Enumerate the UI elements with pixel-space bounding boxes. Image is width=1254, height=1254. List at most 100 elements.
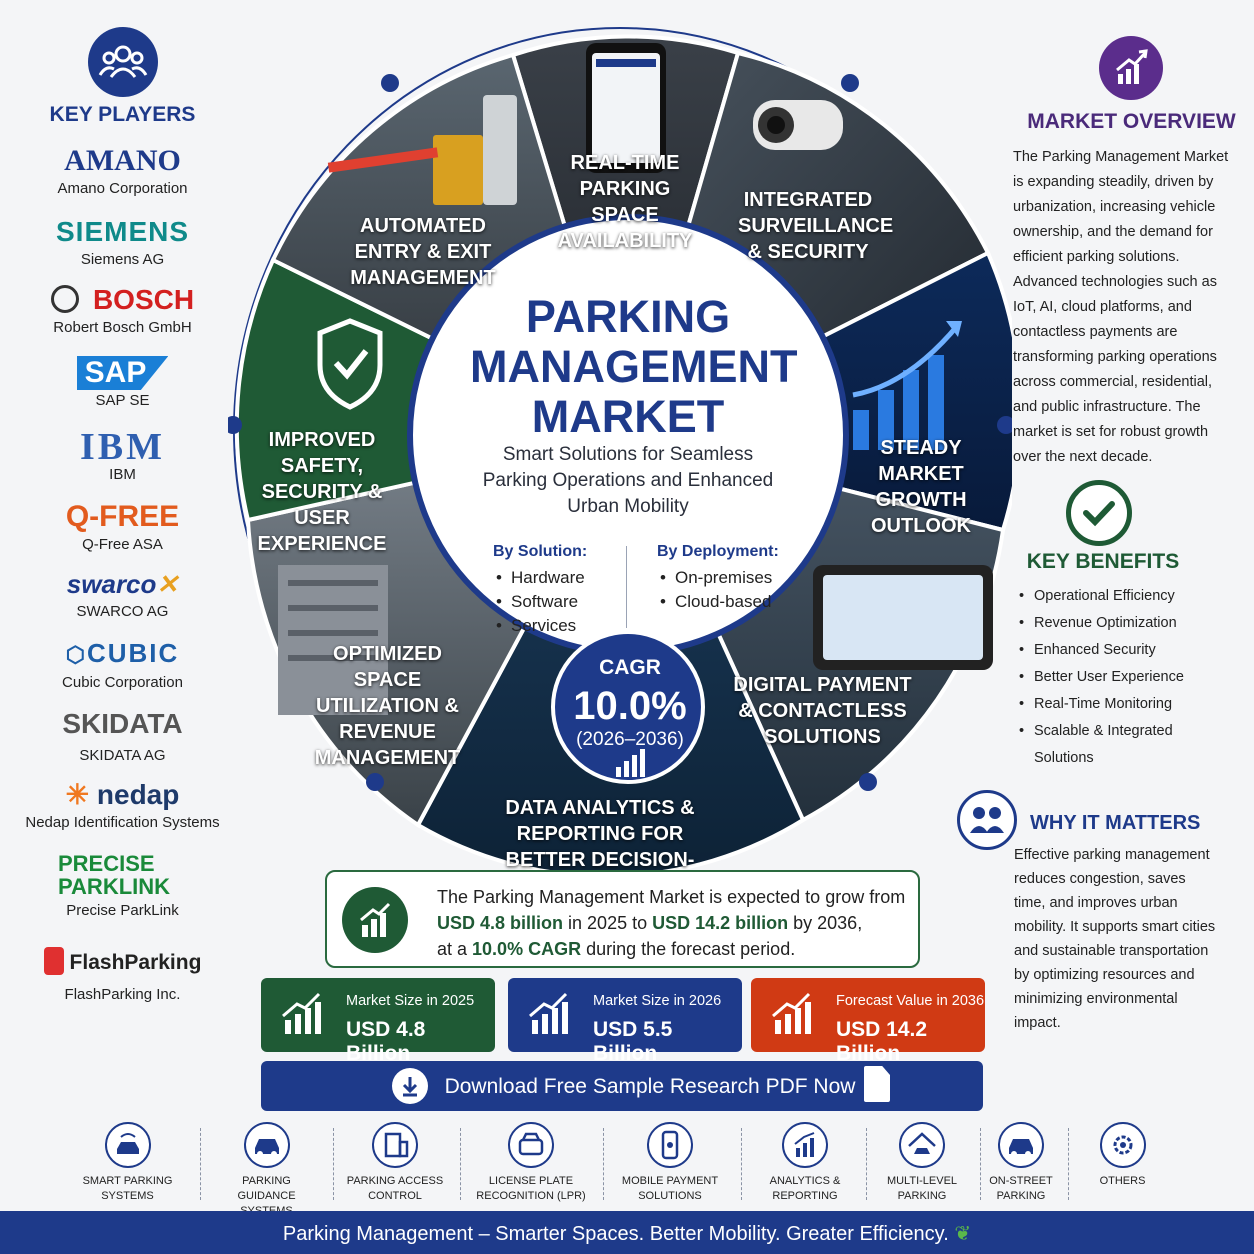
cubic-logo: ⬡CUBIC <box>65 638 180 668</box>
segment-surveillance: INTEGRATED SURVEILLANCE & SECURITY <box>738 189 894 263</box>
category-smart-parking: SMART PARKING SYSTEMS <box>75 1122 180 1204</box>
player-name: FlashParking Inc. <box>64 986 181 1003</box>
chart-icon <box>782 1122 828 1168</box>
stat-card-2025: Market Size in 2025 USD 4.8 Billion <box>261 978 495 1065</box>
category-multi-level: MULTI-LEVEL PARKING <box>877 1122 967 1204</box>
market-overview-title: MARKET OVERVIEW <box>1027 110 1236 133</box>
footer-text: Parking Management – Smarter Spaces. Bet… <box>282 1223 972 1245</box>
list-item: Hardware <box>494 566 585 590</box>
list-item: Enhanced Security <box>1017 637 1237 664</box>
swarco-logo: swarco✕ <box>66 569 179 599</box>
shield-check-icon <box>317 318 383 410</box>
growth-chart-icon <box>772 992 811 1034</box>
player-name: Cubic Corporation <box>62 674 183 691</box>
amano-logo: AMANO <box>64 144 181 177</box>
category-label: ANALYTICS & REPORTING <box>769 1175 841 1202</box>
payment-terminal-icon <box>813 565 993 670</box>
cagr-chart-icon <box>616 749 645 777</box>
player-name: Robert Bosch GmbH <box>53 319 192 336</box>
player-name: SWARCO AG <box>76 603 169 620</box>
player-cubic: ⬡CUBIC Cubic Corporation <box>20 636 225 691</box>
player-name: SAP SE <box>95 392 150 409</box>
nedap-star-icon: ✳ <box>65 779 90 810</box>
segment-digital-payment: DIGITAL PAYMENT & CONTACTLESS SOLUTIONS <box>733 674 912 748</box>
player-name: SKIDATA AG <box>79 747 166 764</box>
stat-card-2036: Forecast Value in 2036 USD 14.2 Billion <box>751 978 985 1065</box>
category-lpr: LICENSE PLATE RECOGNITION (LPR) <box>475 1122 587 1204</box>
flashparking-mark-icon <box>43 947 64 975</box>
growth-chart-icon <box>529 992 568 1034</box>
node-dot <box>859 773 877 791</box>
page-subtitle: Smart Solutions for Seamless Parking Ope… <box>482 444 774 517</box>
segment-safety: IMPROVED SAFETY, SECURITY & USER EXPERIE… <box>257 429 387 555</box>
key-benefits-title: KEY BENEFITS <box>1026 550 1180 573</box>
segment-wheel <box>228 27 1012 870</box>
player-qfree: Q-FREE Q-Free ASA <box>20 500 225 553</box>
node-dot <box>381 74 399 92</box>
footer-bar <box>0 1211 1254 1254</box>
download-sample-button[interactable] <box>261 1061 983 1111</box>
player-name: Q-Free ASA <box>82 536 163 553</box>
category-label: SMART PARKING SYSTEMS <box>82 1175 173 1202</box>
cagr-label: CAGR <box>599 656 661 679</box>
stat-label: Forecast Value in 2036 <box>836 993 985 1009</box>
gear-icon <box>1099 1122 1146 1168</box>
ibm-logo: IBM <box>80 426 165 468</box>
list-item: Better User Experience <box>1017 664 1237 691</box>
smartphone-icon <box>586 43 666 173</box>
player-amano: AMANO Amano Corporation <box>20 144 225 197</box>
check-circle-icon <box>1066 480 1132 546</box>
people-group-icon <box>88 27 158 97</box>
player-name: Nedap Identification Systems <box>25 814 220 831</box>
divider <box>1068 1128 1069 1200</box>
stat-card-2026: Market Size in 2026 USD 5.5 Billion <box>508 978 742 1065</box>
cagr-value: 10.0% <box>573 684 687 728</box>
divider <box>603 1128 604 1200</box>
swarco-mark-icon: ✕ <box>156 569 179 599</box>
segment-automated-entry: AUTOMATED ENTRY & EXIT MANAGEMENT <box>350 215 496 289</box>
key-players-title: KEY PLAYERS <box>49 103 196 126</box>
by-deployment-heading: By Deployment: <box>657 543 779 560</box>
category-label: LICENSE PLATE RECOGNITION (LPR) <box>476 1175 586 1202</box>
download-icon[interactable] <box>392 1068 428 1104</box>
player-name: Precise ParkLink <box>66 902 179 919</box>
list-item: Revenue Optimization <box>1017 610 1237 637</box>
player-precise-parklink: PRECISE PARKLINK Precise ParkLink <box>20 852 225 919</box>
qfree-logo: Q-FREE <box>65 500 180 533</box>
player-bosch: BOSCH Robert Bosch GmbH <box>20 283 225 336</box>
divider <box>626 546 627 628</box>
cagr-period: (2026–2036) <box>576 729 684 750</box>
list-item: Operational Efficiency <box>1017 583 1237 610</box>
building-icon <box>372 1122 418 1168</box>
stat-value: USD 14.2 Billion <box>836 1018 928 1065</box>
category-label: MOBILE PAYMENT SOLUTIONS <box>621 1175 719 1202</box>
car-icon <box>243 1122 290 1168</box>
nedap-logo: ✳ nedap <box>65 779 180 810</box>
cubic-cube-icon: ⬡ <box>65 642 87 667</box>
car-front-icon <box>508 1122 554 1168</box>
page-title: PARKING MANAGEMENT MARKET <box>470 291 798 442</box>
sap-logo: SAP <box>20 356 225 390</box>
growth-chart-icon <box>342 887 408 953</box>
category-label: MULTI-LEVEL PARKING <box>886 1175 958 1202</box>
leaf-icon: ❦ <box>954 1223 972 1245</box>
people-icon <box>957 790 1017 850</box>
parking-garage-icon <box>899 1122 945 1168</box>
player-siemens: SIEMENS Siemens AG <box>20 215 225 268</box>
category-label: ON-STREET PARKING <box>989 1175 1053 1202</box>
download-label[interactable]: Download Free Sample Research PDF Now <box>444 1075 856 1098</box>
player-flashparking: FlashParking FlashParking Inc. <box>20 946 225 1003</box>
player-name: IBM <box>109 466 136 483</box>
by-solution-list: Hardware Software Services <box>494 566 585 638</box>
category-access-control: PARKING ACCESS CONTROL <box>345 1122 445 1204</box>
category-label: PARKING ACCESS CONTROL <box>346 1175 444 1202</box>
divider <box>333 1128 334 1200</box>
list-item: Software <box>494 590 585 614</box>
stat-value: USD 5.5 Billion <box>593 1018 673 1065</box>
player-ibm: IBM IBM <box>20 426 225 483</box>
skidata-logo: SKIDATA <box>62 708 183 739</box>
growth-bars-icon <box>852 321 962 450</box>
node-dot <box>228 416 242 434</box>
key-benefits-list: Operational Efficiency Revenue Optimizat… <box>1017 583 1237 772</box>
divider <box>866 1128 867 1200</box>
